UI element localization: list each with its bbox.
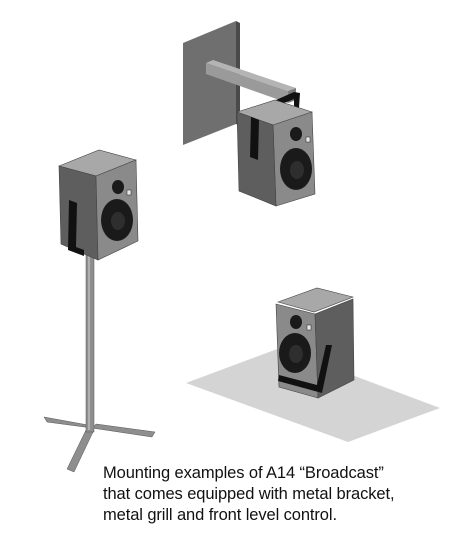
wall-level-control [305,136,311,143]
caption: Mounting examples of A14 “Broadcast” tha… [103,463,448,526]
wall-bracket-strap [250,117,259,160]
wall-tweeter [290,127,302,141]
stand-leg-front [66,429,94,473]
stand-mount-example [43,149,156,473]
floor-speaker-top [277,287,354,313]
caption-line-2: that comes equipped with metal bracket, [103,485,395,503]
floor-bracket [278,345,332,393]
stand-bracket [68,200,84,256]
wall-arm-front [206,63,288,103]
caption-line-1: Mounting examples of A14 “Broadcast” [103,464,384,482]
wall-plate [183,21,236,145]
stand-leg-right [91,423,156,438]
wall-woofer-cone [290,161,304,179]
wall-mount-example [183,21,316,207]
floor-mount-example [186,287,440,442]
floor-tweeter [290,315,302,329]
stand-leg-left [43,416,93,429]
floor-woofer-cone [289,345,303,363]
stand-level-control [126,189,132,196]
stand-tweeter [112,180,124,194]
caption-line-3: metal grill and front level control. [103,506,337,524]
floor-level-control [306,324,312,331]
wall-arm-top [206,60,296,91]
stand-pole-highlight [88,250,90,430]
stand-woofer-cone [111,212,125,230]
stand-speaker-side [58,165,99,261]
